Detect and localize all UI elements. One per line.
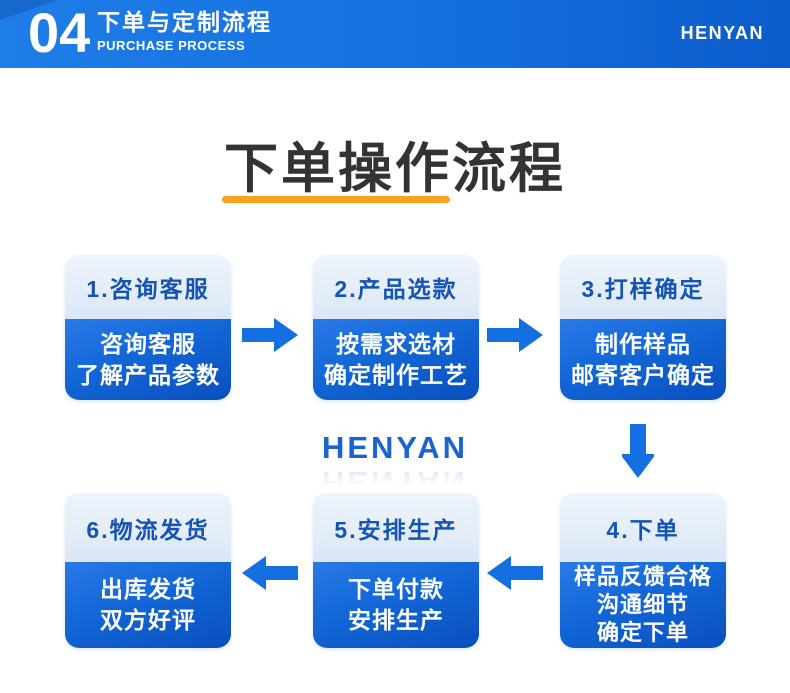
banner-titles: 下单与定制流程 PURCHASE PROCESS bbox=[97, 9, 272, 53]
step-5-label: 5.安排生产 bbox=[313, 493, 479, 562]
step-2-line-1: 按需求选材 bbox=[336, 330, 456, 357]
step-3-card: 3.打样确定 制作样品 邮寄客户确定 bbox=[560, 255, 726, 400]
step-6-card: 6.物流发货 出库发货 双方好评 bbox=[65, 493, 231, 648]
step-6-line-1: 出库发货 bbox=[100, 576, 196, 602]
step-5-line-2: 安排生产 bbox=[348, 607, 444, 633]
step-1-label: 1.咨询客服 bbox=[65, 255, 231, 319]
step-3-line-1: 制作样品 bbox=[595, 330, 691, 357]
banner-title-cn: 下单与定制流程 bbox=[97, 9, 272, 35]
step-2-description: 按需求选材 确定制作工艺 bbox=[313, 319, 479, 400]
brand-watermark-text: HENYAN bbox=[321, 430, 469, 465]
step-5-line-1: 下单付款 bbox=[348, 576, 444, 602]
step-4-line-1: 样品反馈合格 bbox=[573, 564, 712, 589]
step-6-line-2: 双方好评 bbox=[100, 607, 196, 633]
step-4-line-3: 确定下单 bbox=[596, 620, 689, 645]
arrow-down-icon bbox=[622, 424, 654, 478]
step-2-card: 2.产品选款 按需求选材 确定制作工艺 bbox=[313, 255, 479, 400]
step-5-card: 5.安排生产 下单付款 安排生产 bbox=[313, 493, 479, 648]
arrow-left-icon bbox=[242, 556, 298, 590]
step-5-description: 下单付款 安排生产 bbox=[313, 562, 479, 648]
brand-logo: HENYAN bbox=[680, 23, 764, 43]
arrow-right-icon bbox=[242, 318, 298, 352]
step-2-label: 2.产品选款 bbox=[313, 255, 479, 319]
step-3-label: 3.打样确定 bbox=[560, 255, 726, 319]
step-1-line-1: 咨询客服 bbox=[100, 330, 196, 357]
arrow-left-icon bbox=[487, 556, 543, 590]
step-1-card: 1.咨询客服 咨询客服 了解产品参数 bbox=[65, 255, 231, 400]
step-6-label: 6.物流发货 bbox=[65, 493, 231, 562]
step-6-description: 出库发货 双方好评 bbox=[65, 562, 231, 648]
step-1-line-2: 了解产品参数 bbox=[76, 361, 220, 388]
section-number: 04 bbox=[28, 1, 91, 64]
arrow-right-icon bbox=[487, 318, 543, 352]
step-3-description: 制作样品 邮寄客户确定 bbox=[560, 319, 726, 400]
step-3-line-2: 邮寄客户确定 bbox=[571, 361, 715, 388]
step-4-line-2: 沟通细节 bbox=[596, 592, 689, 617]
page-title: 下单操作流程 bbox=[224, 139, 566, 199]
step-1-description: 咨询客服 了解产品参数 bbox=[65, 319, 231, 400]
step-4-label: 4.下单 bbox=[560, 493, 726, 562]
step-2-line-2: 确定制作工艺 bbox=[324, 361, 468, 388]
brand-watermark: HENYAN HENYAN bbox=[0, 430, 790, 501]
banner-title-en: PURCHASE PROCESS bbox=[97, 38, 246, 53]
step-4-description: 样品反馈合格 沟通细节 确定下单 bbox=[560, 562, 726, 648]
title-underline bbox=[222, 196, 450, 203]
step-4-card: 4.下单 样品反馈合格 沟通细节 确定下单 bbox=[560, 493, 726, 648]
section-banner: 04 下单与定制流程 PURCHASE PROCESS HENYAN bbox=[0, 0, 790, 68]
